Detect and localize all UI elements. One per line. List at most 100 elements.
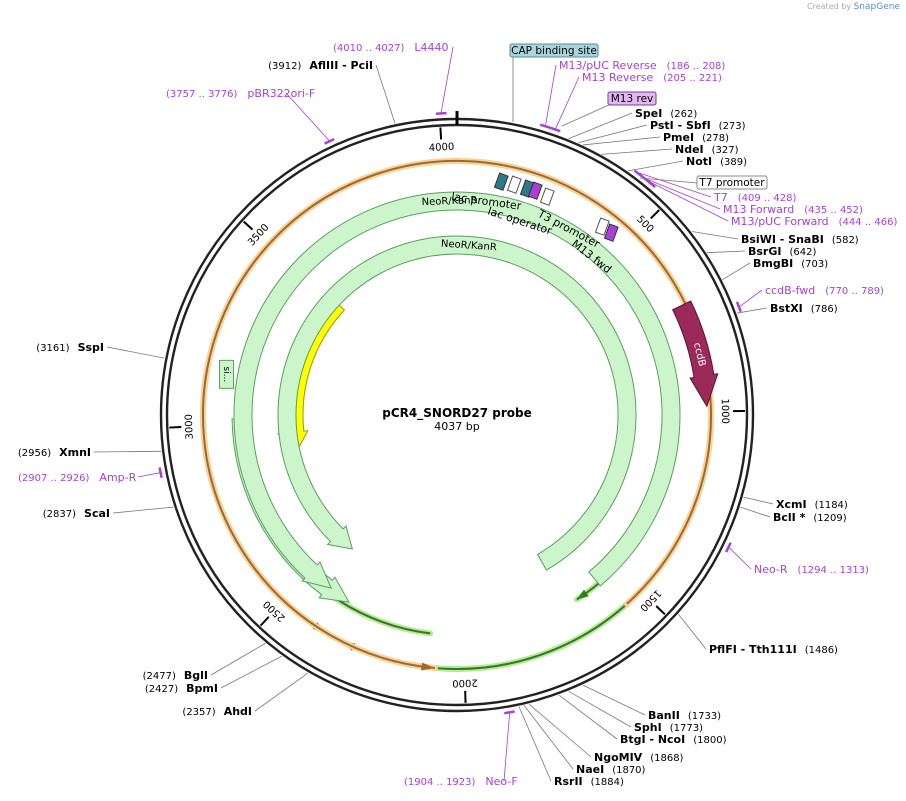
enzyme-bsrgi: BsrGI(642) [748, 245, 816, 258]
label-box [696, 175, 768, 190]
enzyme-position: (1733) [688, 711, 721, 722]
primer-range: (770 .. 789) [825, 286, 884, 297]
primer-l4440: (4010 .. 4027)L4440 [333, 41, 449, 54]
label-text: T7 promoter [698, 177, 765, 189]
enzyme-position: (1209) [813, 513, 846, 524]
enzyme-leader [518, 706, 552, 782]
primer-mark [324, 137, 335, 145]
enzyme-position: (2956) [18, 448, 51, 459]
enzyme-leader [254, 672, 309, 712]
enzyme-name: BsrGI [748, 245, 781, 258]
enzyme-leader [93, 450, 162, 453]
orf-arrowhead [576, 589, 589, 600]
enzyme-name: BstXI [770, 302, 803, 315]
primer-name: pBR322ori-F [247, 87, 315, 100]
primer-m13-reverse: M13 Reverse(205 .. 221) [582, 71, 722, 84]
tick-mark [242, 220, 254, 231]
primer-leader [503, 713, 511, 782]
enzyme-leader [112, 506, 174, 514]
primer-name: M13 Forward [723, 203, 794, 216]
feature-arrows: oriccdBAmpRNeoR/KanRNeoR/KanRsi... [200, 158, 719, 672]
enzyme-name: BsiWI - SnaBI [741, 233, 824, 246]
enzyme-banii: BanII(1733) [648, 709, 721, 722]
credit-prefix: Created by [807, 2, 852, 11]
signal-box [219, 359, 235, 389]
enzyme-name: BpmI [186, 682, 218, 695]
label-box [607, 91, 657, 106]
primer-range: (4010 .. 4027) [333, 43, 405, 54]
m13rev-leader [561, 103, 612, 127]
enzyme-leader [743, 496, 774, 505]
enzyme-name: PmeI [663, 131, 694, 144]
primer-range: (444 .. 466) [839, 217, 898, 228]
plasmid-length: 4037 bp [434, 420, 479, 433]
feature-ccdb-arrow [672, 300, 719, 408]
enzyme-leader [106, 346, 165, 359]
enzyme-spei: SpeI(262) [635, 107, 697, 120]
feature-neor-kanr-arrow [277, 235, 637, 571]
enzyme-position: (2477) [143, 671, 176, 682]
enzyme-noti: NotI(389) [686, 155, 747, 168]
primer-neo-f: (1904 .. 1923)Neo-F [404, 775, 518, 788]
tick-label: 4000 [429, 142, 455, 154]
enzyme-leader [601, 148, 673, 155]
enzyme-leader [523, 705, 574, 770]
enzyme-position: (786) [811, 304, 838, 315]
enzyme-ahdi: (2357)AhdI [182, 705, 252, 718]
small-feature-glyph [539, 187, 555, 206]
enzyme-leader [722, 262, 751, 281]
primer-name: ccdB-fwd [765, 284, 815, 297]
enzyme-position: (3912) [268, 61, 301, 72]
enzyme-position: (703) [801, 259, 828, 270]
primer-ccdb-fwd: ccdB-fwd (770 .. 789) [765, 284, 884, 297]
primer-m13-puc-reverse: M13/pUC Reverse(186 .. 208) [559, 59, 725, 72]
orf-arrowhead [421, 662, 435, 671]
enzyme-position: (582) [832, 235, 859, 246]
enzyme-name: RsrII [554, 775, 583, 788]
enzyme-position: (273) [719, 121, 746, 132]
primer-mark [158, 467, 163, 479]
tick-mark [169, 426, 182, 429]
primer-mark [646, 179, 656, 189]
primer-mark [735, 301, 742, 313]
plasmid-name: pCR4_SNORD27 probe [382, 406, 531, 421]
primer-mark [633, 169, 644, 179]
signal-peptide: si... [219, 359, 235, 389]
enzyme-position: (2427) [145, 684, 178, 695]
enzyme-leader [568, 690, 632, 728]
small-feature-glyph [493, 172, 509, 191]
enzyme-leader [210, 642, 266, 676]
enzyme-position: (389) [720, 157, 747, 168]
enzyme-leader [678, 614, 707, 650]
primer-name: M13 Reverse [582, 71, 653, 84]
enzyme-leader [582, 684, 646, 716]
enzyme-name: NgoMIV [594, 751, 643, 764]
enzyme-name: XmnI [59, 446, 91, 459]
enzyme-leader [740, 506, 771, 518]
enzyme-position: (262) [670, 109, 697, 120]
primer-name: T7 [713, 191, 728, 204]
primer-mark [504, 710, 515, 715]
enzyme-name: PflFI - Tth111I [709, 643, 797, 656]
boxed-label-m13-rev: M13 rev [607, 91, 657, 106]
enzyme-rsrii: RsrII(1884) [554, 775, 624, 788]
enzyme-leader [582, 136, 661, 146]
primer-leader [285, 92, 330, 141]
primer-mark [435, 111, 447, 115]
primer-name: M13/pUC Reverse [559, 59, 657, 72]
enzyme-name: NdeI [675, 143, 704, 156]
enzyme-xcmi: XcmI(1184) [776, 498, 848, 511]
boxed-label-cap-binding-site: CAP binding site [509, 43, 599, 58]
feature-label: NeoR/KanR [421, 195, 477, 208]
primer-name: Neo-R [754, 563, 788, 576]
small-feature-glyph [506, 175, 522, 194]
primer-name: Neo-F [485, 775, 517, 788]
primer-range: (1294 .. 1313) [798, 565, 870, 576]
enzyme-scai: (2837)ScaI [43, 507, 110, 520]
enzyme-position: (1800) [693, 735, 726, 746]
primer-range: (2907 .. 2926) [18, 473, 90, 484]
enzyme-sphi: SphI(1773) [634, 721, 703, 734]
